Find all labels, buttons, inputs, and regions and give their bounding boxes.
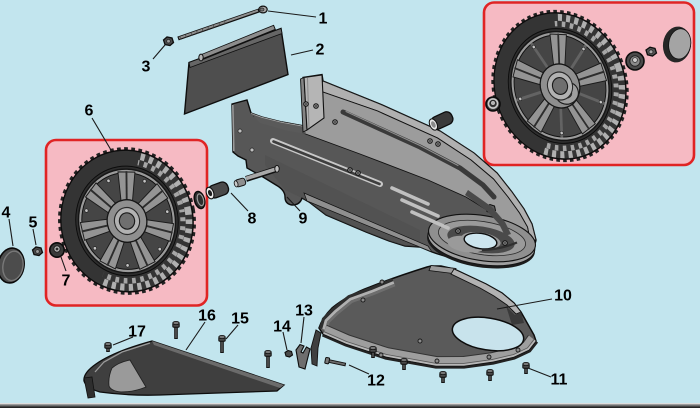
svg-text:11: 11 (551, 372, 568, 389)
svg-text:15: 15 (231, 311, 249, 328)
svg-text:1: 1 (319, 11, 328, 28)
svg-text:12: 12 (367, 373, 385, 390)
svg-text:4: 4 (2, 205, 11, 222)
svg-text:10: 10 (554, 288, 572, 305)
svg-text:2: 2 (316, 42, 325, 59)
svg-text:3: 3 (142, 59, 151, 76)
svg-text:17: 17 (128, 324, 146, 341)
svg-text:9: 9 (299, 211, 308, 228)
svg-text:8: 8 (248, 211, 257, 228)
svg-text:7: 7 (62, 273, 71, 290)
svg-text:14: 14 (273, 319, 291, 336)
svg-text:16: 16 (198, 308, 216, 325)
svg-text:5: 5 (29, 215, 38, 232)
svg-text:6: 6 (85, 103, 94, 120)
svg-text:13: 13 (295, 303, 313, 320)
